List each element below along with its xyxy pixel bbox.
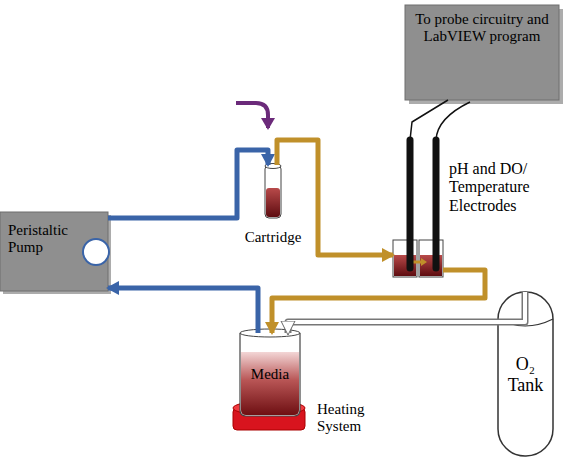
probe-box: To probe circuitry and LabVIEW program xyxy=(405,5,559,100)
probe-wire xyxy=(436,102,470,140)
node-label: pH and DO/ Temperature Electrodes xyxy=(449,160,561,215)
flow-line xyxy=(108,150,268,218)
gas-tube xyxy=(288,292,525,333)
node-label: Cartridge xyxy=(231,229,315,246)
connector-path xyxy=(410,100,448,240)
inlet-arrow xyxy=(236,103,268,128)
node-label: O₂ Tank xyxy=(502,354,549,395)
connector-path xyxy=(108,288,258,333)
probe-box xyxy=(405,5,559,100)
connector-path xyxy=(288,292,525,333)
media-beaker: Media xyxy=(240,333,300,416)
node-label: To probe circuitry and LabVIEW program xyxy=(411,11,553,46)
node-label: Media xyxy=(240,366,300,383)
flow-line xyxy=(108,288,258,333)
pump-box xyxy=(0,212,108,291)
media-beaker xyxy=(240,333,300,416)
media-liquid xyxy=(241,352,299,415)
flow-line xyxy=(410,100,448,240)
node-label: Peristaltic Pump xyxy=(8,222,86,257)
cartridge-vial xyxy=(265,165,281,218)
pump-rotor xyxy=(83,239,109,265)
tube-wall xyxy=(288,292,525,333)
pump-box: Peristaltic Pump xyxy=(0,212,108,291)
transfer-head xyxy=(421,258,427,266)
cartridge: Cartridge xyxy=(265,165,281,218)
electrode-pair: pH and DO/ Temperature Electrodes xyxy=(393,240,443,277)
do-electrode xyxy=(433,140,440,268)
heating-system: Heating System xyxy=(233,401,305,430)
node-label: Heating System xyxy=(317,401,387,436)
oxygen-tank: O₂ Tank xyxy=(498,292,553,456)
connector-path xyxy=(108,150,268,218)
cartridge-fill xyxy=(266,188,280,217)
